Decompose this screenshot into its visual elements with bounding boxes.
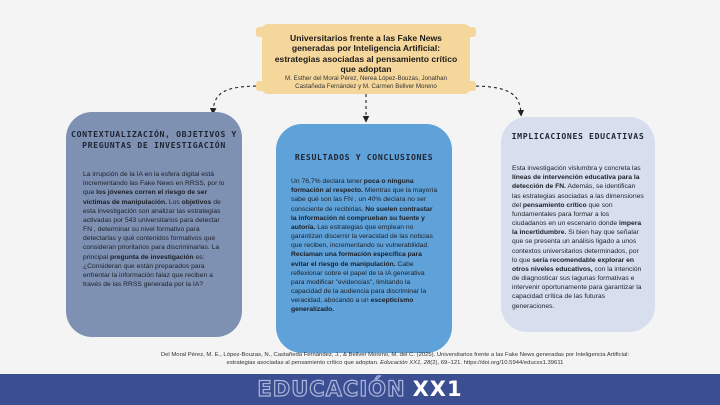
journal-logo-number: XX1: [412, 377, 463, 401]
highlight-text: líneas de intervención educativa para la…: [512, 174, 640, 191]
title-banner: Universitarios frente a las Fake News ge…: [256, 24, 476, 94]
highlight-text: No suelen contrastar la información ni c…: [291, 205, 433, 231]
citation-line-1: Del Moral Pérez, M. E., López-Bouzas, N.…: [160, 352, 630, 358]
body-text: Las estrategias que emplean no garantiza…: [291, 223, 433, 250]
panel-implications-body: Esta investigación vislumbra y concreta …: [512, 164, 645, 311]
citation-journal: Educación XX1, 28: [380, 360, 431, 367]
highlight-text: los jóvenes corren el riesgo de ser víct…: [83, 189, 208, 206]
panel-context-heading: CONTEXTUALIZACIÓN, OBJETIVOS Y PREGUNTAS…: [71, 129, 237, 150]
body-text: con la intención de diagnosticar sus lag…: [512, 265, 642, 310]
arrow-to-left-panel: [209, 85, 263, 115]
panel-implications-heading: IMPLICACIONES EDUCATIVAS: [511, 131, 645, 141]
body-text: Los: [167, 198, 182, 206]
body-text: Además, se identifican las estrategias a…: [512, 183, 644, 209]
panel-implications: IMPLICACIONES EDUCATIVAS Esta investigac…: [501, 117, 655, 332]
panel-context: CONTEXTUALIZACIÓN, OBJETIVOS Y PREGUNTAS…: [66, 112, 242, 337]
body-text: Un 76,7% declara tener: [291, 178, 364, 185]
body-text: La irrupción de la IA en la esfera digit…: [83, 171, 225, 197]
authors: M. Esther del Moral Pérez, Nerea López-B…: [285, 75, 447, 91]
highlight-text: poca o ninguna formación al respecto.: [291, 178, 414, 195]
citation-line-2-pre: estrategias asociadas al pensamiento crí…: [226, 360, 381, 367]
body-text: Si bien hay que señalar que se presenta …: [512, 229, 639, 264]
citation: Del Moral Pérez, M. E., López-Bouzas, N.…: [130, 351, 660, 367]
panel-context-body: La irrupción de la IA en la esfera digit…: [83, 170, 230, 289]
highlight-text: escepticismo generalizado.: [291, 297, 414, 314]
body-text: que son fundamentales para formar a los …: [512, 201, 619, 228]
panel-results: RESULTADOS Y CONCLUSIONES Un 76,7% decla…: [276, 124, 452, 353]
poster-title: Universitarios frente a las Fake News ge…: [274, 33, 458, 75]
body-text: es: ¿Consideran que están preparados par…: [83, 253, 213, 289]
citation-line-2-post: (2), 69–121. https://doi.org/10.5944/edu…: [430, 360, 564, 367]
journal-logo-word: EDUCACIÓN: [257, 376, 406, 401]
highlight-text: pregunta de investigación: [110, 253, 194, 261]
body-text: de esta investigación son analizar las e…: [83, 198, 221, 261]
highlight-text: sería recomendable explorar en otros niv…: [512, 256, 634, 273]
arrow-to-right-panel: [469, 85, 525, 117]
highlight-text: Reclaman una formación específica para e…: [291, 251, 422, 268]
highlight-text: objetivos: [181, 198, 212, 206]
body-text: Mientras que la mayoría sabe qué son las…: [291, 187, 438, 213]
citation-line-2: estrategias asociadas al pensamiento crí…: [130, 359, 660, 367]
body-text: Cabe reflexionar sobre el papel de la IA…: [291, 260, 427, 305]
highlight-text: pensamiento crítico: [522, 201, 587, 209]
highlight-text: impera la incertidumbre.: [512, 220, 642, 237]
panel-results-heading: RESULTADOS Y CONCLUSIONES: [294, 152, 434, 162]
panel-results-body: Un 76,7% declara tener poca o ninguna fo…: [291, 177, 439, 315]
body-text: Esta investigación vislumbra y concreta …: [512, 165, 641, 172]
